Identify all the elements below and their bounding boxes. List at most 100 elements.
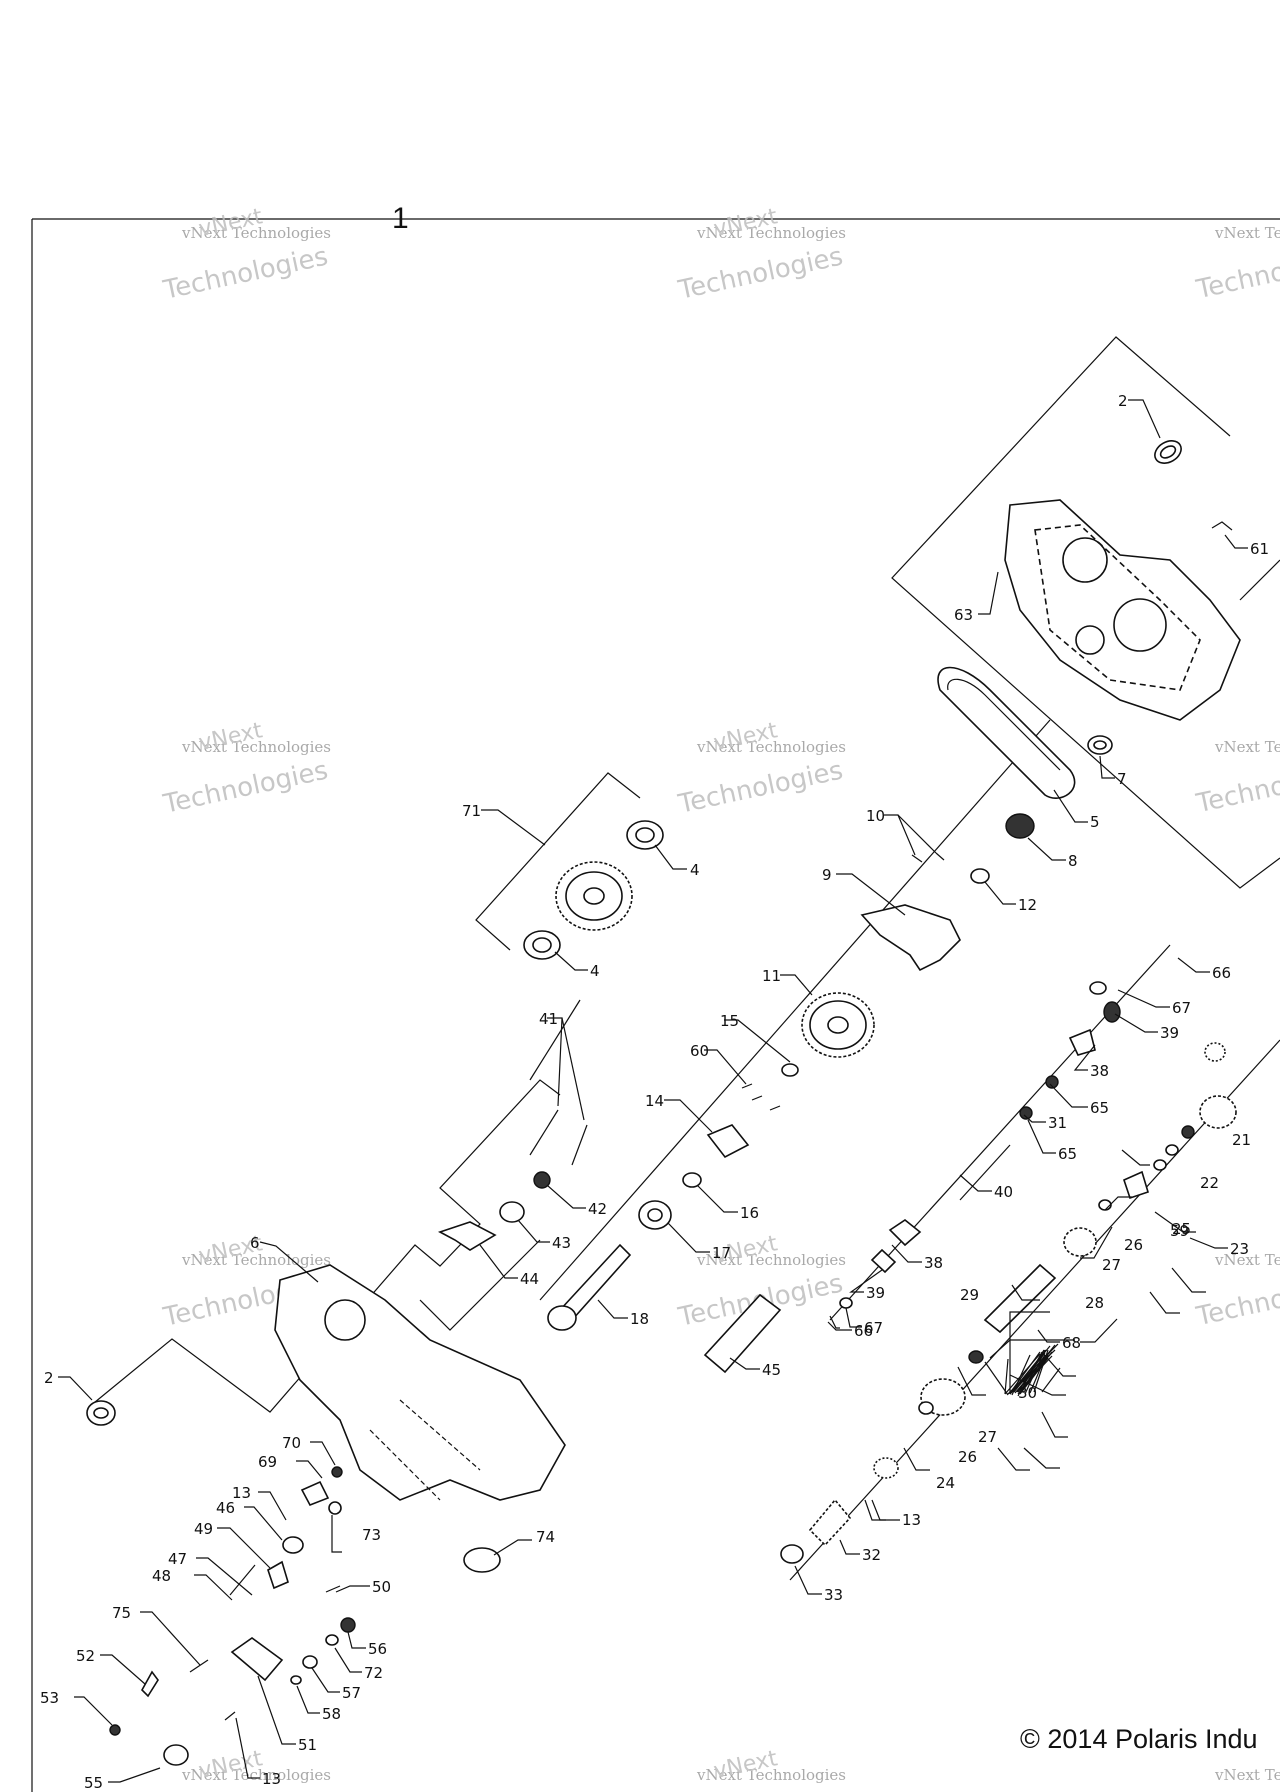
- callout: 39: [866, 1284, 885, 1302]
- callout: 70: [282, 1434, 301, 1452]
- shaft: [547, 1243, 632, 1331]
- sheet-label: 1: [392, 202, 409, 235]
- watermark: vNext Technologies Technologies: [1193, 224, 1280, 305]
- plate: [706, 1124, 750, 1159]
- lower-shaft-parts: [780, 981, 1237, 1564]
- drive-belt: [937, 666, 1076, 799]
- svg-text:vNext Technologies: vNext Technologies: [181, 224, 331, 242]
- callout: 21: [1232, 1131, 1251, 1149]
- ring: [781, 1063, 799, 1077]
- gear-assembly: [555, 861, 633, 931]
- callout: 59: [1170, 1222, 1189, 1240]
- callout: 26: [958, 1448, 977, 1466]
- svg-text:vNext Technologies: vNext Technologies: [181, 738, 331, 756]
- callout: 38: [924, 1254, 943, 1272]
- callout: 13: [262, 1770, 281, 1788]
- callout: 61: [1250, 540, 1269, 558]
- bolt: [529, 1109, 559, 1156]
- callout: 58: [322, 1705, 341, 1723]
- callout: 14: [645, 1092, 664, 1110]
- callout: 42: [588, 1200, 607, 1218]
- callout: 33: [824, 1586, 843, 1604]
- callout: 60: [690, 1042, 709, 1060]
- svg-text:vNext Technologies: vNext Technologies: [1214, 224, 1280, 242]
- callout: 10: [866, 807, 885, 825]
- callout: 50: [372, 1578, 391, 1596]
- sheet-frame: [31, 218, 1280, 1792]
- callout: 56: [368, 1640, 387, 1658]
- callout: 18: [630, 1310, 649, 1328]
- callout: 69: [258, 1453, 277, 1471]
- callout: 73: [362, 1526, 381, 1544]
- gear: [499, 1201, 525, 1223]
- fastener: [1211, 521, 1233, 531]
- sprocket: [533, 1171, 551, 1189]
- callout: 29: [960, 1286, 979, 1304]
- bolt: [571, 1124, 588, 1166]
- ring: [682, 1172, 702, 1188]
- svg-text:vNext Technologies: vNext Technologies: [1214, 1766, 1280, 1784]
- callout: 65: [1090, 1099, 1109, 1117]
- callout: 5: [1090, 813, 1100, 831]
- callout: 4: [690, 861, 700, 879]
- callout: 72: [364, 1664, 383, 1682]
- callout: 66: [1212, 964, 1231, 982]
- callout: 24: [936, 1474, 955, 1492]
- callout: 6: [250, 1234, 260, 1252]
- seal: [86, 1400, 116, 1426]
- callout: 53: [40, 1689, 59, 1707]
- callout: 4: [590, 962, 600, 980]
- svg-text:vNext Technologies: vNext Technologies: [181, 1766, 331, 1784]
- bearing: [523, 930, 561, 960]
- svg-text:Technologies: Technologies: [1193, 241, 1280, 305]
- svg-text:Technologies: Technologies: [160, 242, 331, 306]
- callout: 67: [1172, 999, 1191, 1017]
- callout: 26: [1124, 1236, 1143, 1254]
- sprocket: [1005, 813, 1035, 839]
- callout: 27: [978, 1428, 997, 1446]
- callout-numbers: 2 61 63 7 5 8 9 10 12 71 4 4 11 15 60 14…: [40, 392, 1269, 1792]
- callout: 52: [76, 1647, 95, 1665]
- svg-text:vNext Technologies: vNext Technologies: [696, 1251, 846, 1269]
- callout: 44: [520, 1270, 539, 1288]
- svg-text:vNext Technologies: vNext Technologies: [696, 738, 846, 756]
- svg-text:Technologies: Technologies: [675, 242, 846, 306]
- callout: 48: [152, 1567, 171, 1585]
- callout: 38: [1090, 1062, 1109, 1080]
- screws: [911, 852, 945, 863]
- callout: 32: [862, 1546, 881, 1564]
- svg-text:vNext Technologies: vNext Technologies: [181, 1251, 331, 1269]
- bracket: [437, 1221, 497, 1251]
- callout: 43: [552, 1234, 571, 1252]
- callout: 15: [720, 1012, 739, 1030]
- watermark: vNext Technologies: [1214, 1766, 1280, 1784]
- svg-text:vNext Technologies: vNext Technologies: [696, 1766, 846, 1784]
- svg-text:vNext Technologies: vNext Technologies: [1214, 738, 1280, 756]
- watermark: vNext Technologies Technologies vNext: [160, 718, 331, 820]
- callout: 30: [1018, 1384, 1037, 1402]
- callout: 11: [762, 967, 781, 985]
- callout: 71: [462, 802, 481, 820]
- callout: 23: [1230, 1240, 1249, 1258]
- svg-text:Technologies: Technologies: [675, 756, 846, 820]
- callout: 67: [864, 1319, 883, 1337]
- svg-text:Technologies: Technologies: [1193, 755, 1280, 819]
- watermarks: vNext Technologies Technologies vNext vN…: [160, 204, 1280, 1784]
- callout: 46: [216, 1499, 235, 1517]
- main-case: [274, 1264, 566, 1501]
- gear: [801, 992, 875, 1058]
- watermark: vNext Technologies vNext: [181, 1746, 331, 1784]
- shift-fork: [860, 904, 961, 972]
- watermark: vNext Technologies vNext: [696, 1746, 846, 1784]
- svg-text:vNext Technologies: vNext Technologies: [1214, 1251, 1280, 1269]
- leader-lines: [58, 399, 1248, 1783]
- seal: [1154, 440, 1182, 464]
- bearing: [626, 820, 664, 850]
- pump-parts: [109, 1466, 501, 1766]
- callout: 9: [822, 866, 832, 884]
- callout: 31: [1048, 1114, 1067, 1132]
- callout: 27: [1102, 1256, 1121, 1274]
- callout: 17: [712, 1244, 731, 1262]
- callout: 47: [168, 1550, 187, 1568]
